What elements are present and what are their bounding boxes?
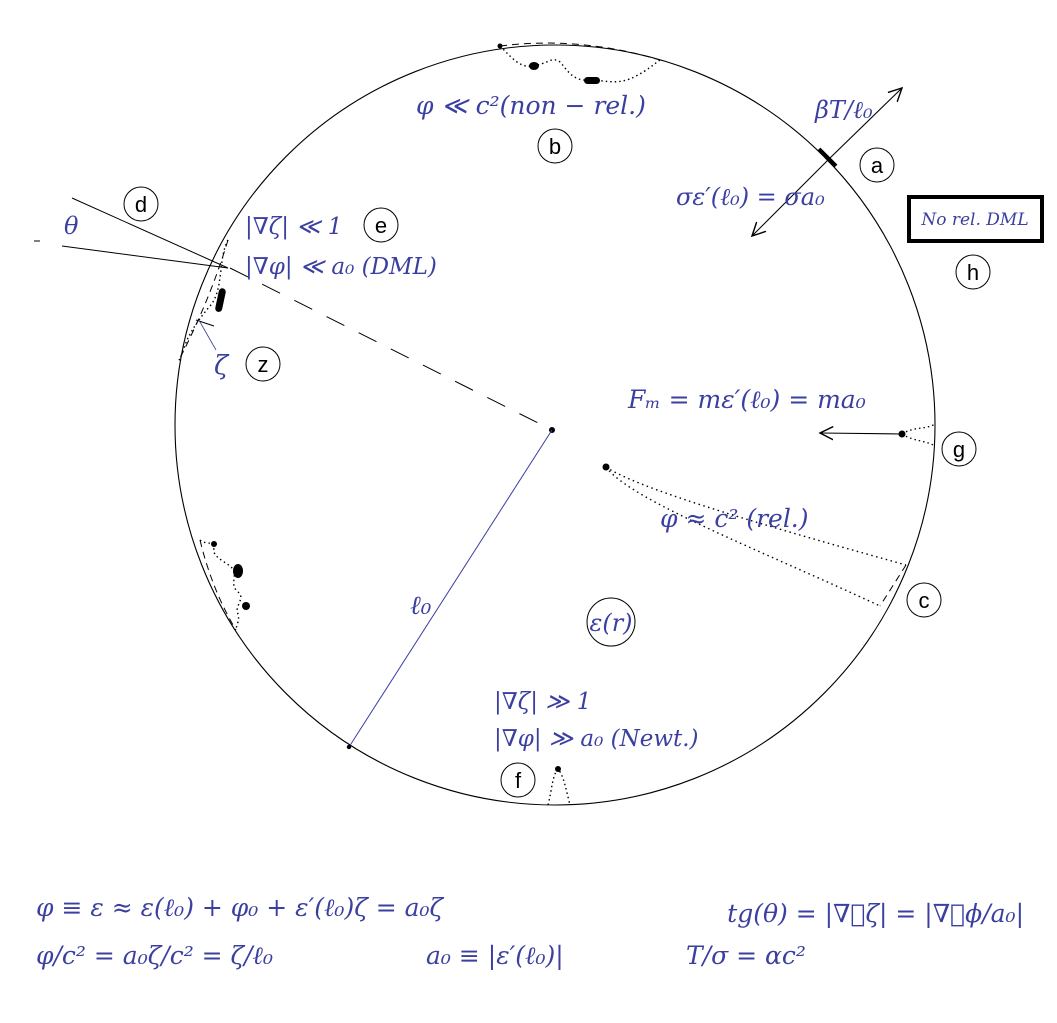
theta-lines [34, 197, 229, 269]
svg-text:b: b [549, 134, 561, 159]
label-a: a [859, 147, 895, 183]
main-circle [174, 44, 936, 806]
svg-text:f: f [515, 768, 522, 793]
label-d: d [123, 186, 159, 222]
left-bump [177, 239, 229, 363]
label-f: f [500, 762, 536, 798]
phi-nonrel-text: φ ≪ c²(non − rel.) [416, 91, 646, 120]
equation-4: tg(θ) = |∇⃗ζ| = |∇⃗ϕ/a₀| [727, 899, 1024, 929]
phi-rel-text: φ ≈ c² (rel.) [660, 504, 809, 533]
equation-5: T/σ = αc² [686, 941, 806, 970]
grad-zeta-small-text: |∇ζ| ≪ 1 [245, 214, 342, 240]
force-arrow [820, 423, 936, 447]
zeta-text: ζ [214, 351, 230, 381]
eps-r-circle [586, 597, 636, 647]
ell0-text: ℓ₀ [410, 591, 432, 621]
equation-1: φ ≡ ε ≈ ε(ℓ₀) + φ₀ + ε′(ℓ₀)ζ = a₀ζ [36, 893, 445, 922]
svg-text:g: g [953, 437, 965, 462]
no-rel-dml-box [907, 195, 1044, 243]
grad-zeta-large-text: |∇ζ| ≫ 1 [494, 689, 591, 715]
svg-text:z: z [258, 352, 269, 377]
theta-text: θ [64, 212, 79, 240]
radius-line [348, 429, 553, 748]
eps-r-text: ε(r) [589, 609, 632, 637]
svg-text:e: e [375, 213, 387, 238]
relativistic-spike [602, 463, 907, 607]
equation-2: φ/c² = a₀ζ/c² = ζ/ℓ₀ [36, 941, 273, 970]
svg-text:h: h [967, 260, 979, 285]
label-g: g [941, 431, 977, 467]
no-rel-dml-text: No rel. DML [920, 210, 1028, 230]
tension-arrows [752, 88, 902, 236]
label-b: b [537, 128, 573, 164]
bottom-spike [547, 766, 571, 806]
top-bump [497, 42, 661, 84]
svg-text:c: c [919, 588, 930, 613]
label-h: h [955, 254, 991, 290]
equation-3: a₀ ≡ |ε′(ℓ₀)| [426, 941, 564, 971]
svg-text:a: a [871, 153, 884, 178]
label-z: z [245, 346, 281, 382]
grad-phi-large-text: |∇φ| ≫ a₀ (Newt.) [494, 726, 699, 752]
force-text: Fₘ = mε′(ℓ₀) = ma₀ [627, 385, 866, 414]
label-c: c [906, 582, 942, 618]
grad-phi-small-text: |∇φ| ≪ a₀ (DML) [245, 254, 437, 280]
beta-t-text: βT/ℓ₀ [814, 96, 873, 124]
sigma-eps-text: σε′(ℓ₀) = σa₀ [676, 183, 825, 211]
label-e: e [363, 207, 399, 243]
dashed-radius [229, 267, 553, 431]
svg-text:d: d [135, 192, 147, 217]
lower-left-bump [199, 539, 250, 631]
